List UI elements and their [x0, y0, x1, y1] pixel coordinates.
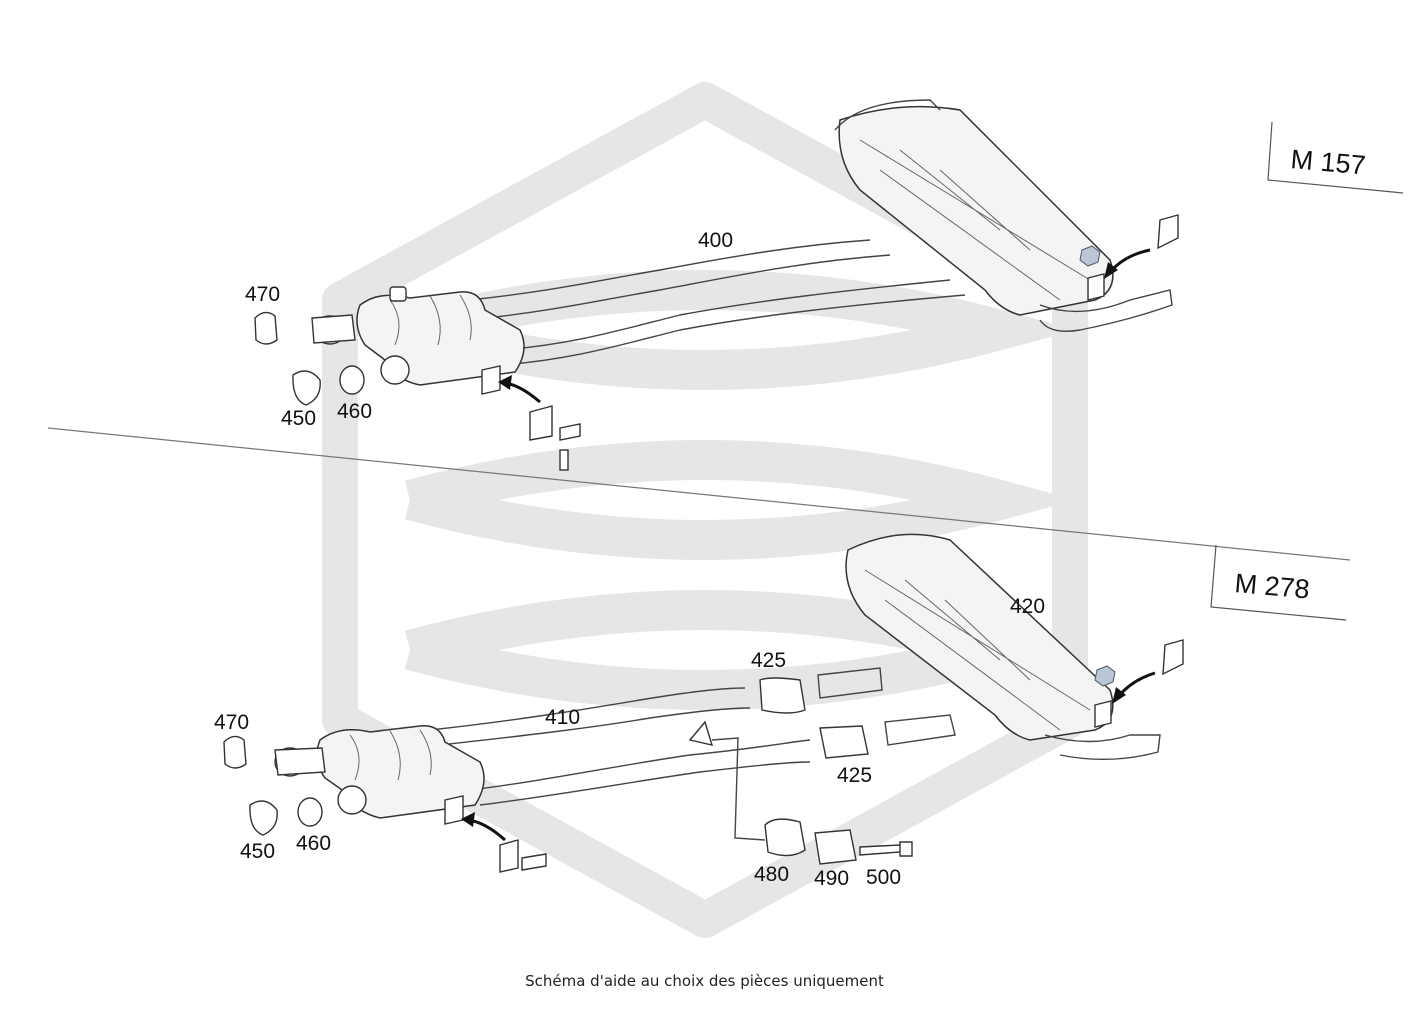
part-label-400: 400	[698, 229, 733, 252]
part-label-500: 500	[866, 866, 901, 889]
part-label-470-b: 470	[214, 711, 249, 734]
engine-box-m278	[1210, 544, 1347, 621]
bolt-500	[859, 841, 913, 857]
top-exhaust-system	[254, 99, 1179, 471]
bottom-exhaust-system	[223, 533, 1184, 873]
part-label-460-b: 460	[296, 832, 331, 855]
part-label-425-a: 425	[751, 649, 786, 672]
rubber-mount-490	[814, 829, 857, 865]
nut-icon	[1079, 245, 1101, 267]
bracket-480	[764, 818, 806, 857]
ring-460-bottom	[297, 797, 323, 827]
nut-icon	[1094, 665, 1116, 687]
part-label-425-b: 425	[837, 764, 872, 787]
part-label-460-a: 460	[337, 400, 372, 423]
engine-label-m157: M 157	[1289, 144, 1366, 180]
part-label-450-b: 450	[240, 840, 275, 863]
part-label-490: 490	[814, 867, 849, 890]
ring-460-top	[339, 365, 365, 395]
part-label-420: 420	[1010, 595, 1045, 618]
part-label-480: 480	[754, 863, 789, 886]
engine-box-m157	[1267, 121, 1404, 194]
clamp-450-top	[292, 370, 321, 406]
clamp-470-bottom	[223, 735, 247, 769]
part-label-470-a: 470	[245, 283, 280, 306]
section-divider	[47, 427, 1351, 561]
clamp-450-bottom	[249, 800, 278, 836]
engine-label-m278: M 278	[1233, 568, 1310, 604]
part-label-410: 410	[545, 706, 580, 729]
part-label-450-a: 450	[281, 407, 316, 430]
clamp-470-top	[254, 311, 278, 345]
diagram-caption: Schéma d'aide au choix des pièces unique…	[525, 972, 884, 990]
